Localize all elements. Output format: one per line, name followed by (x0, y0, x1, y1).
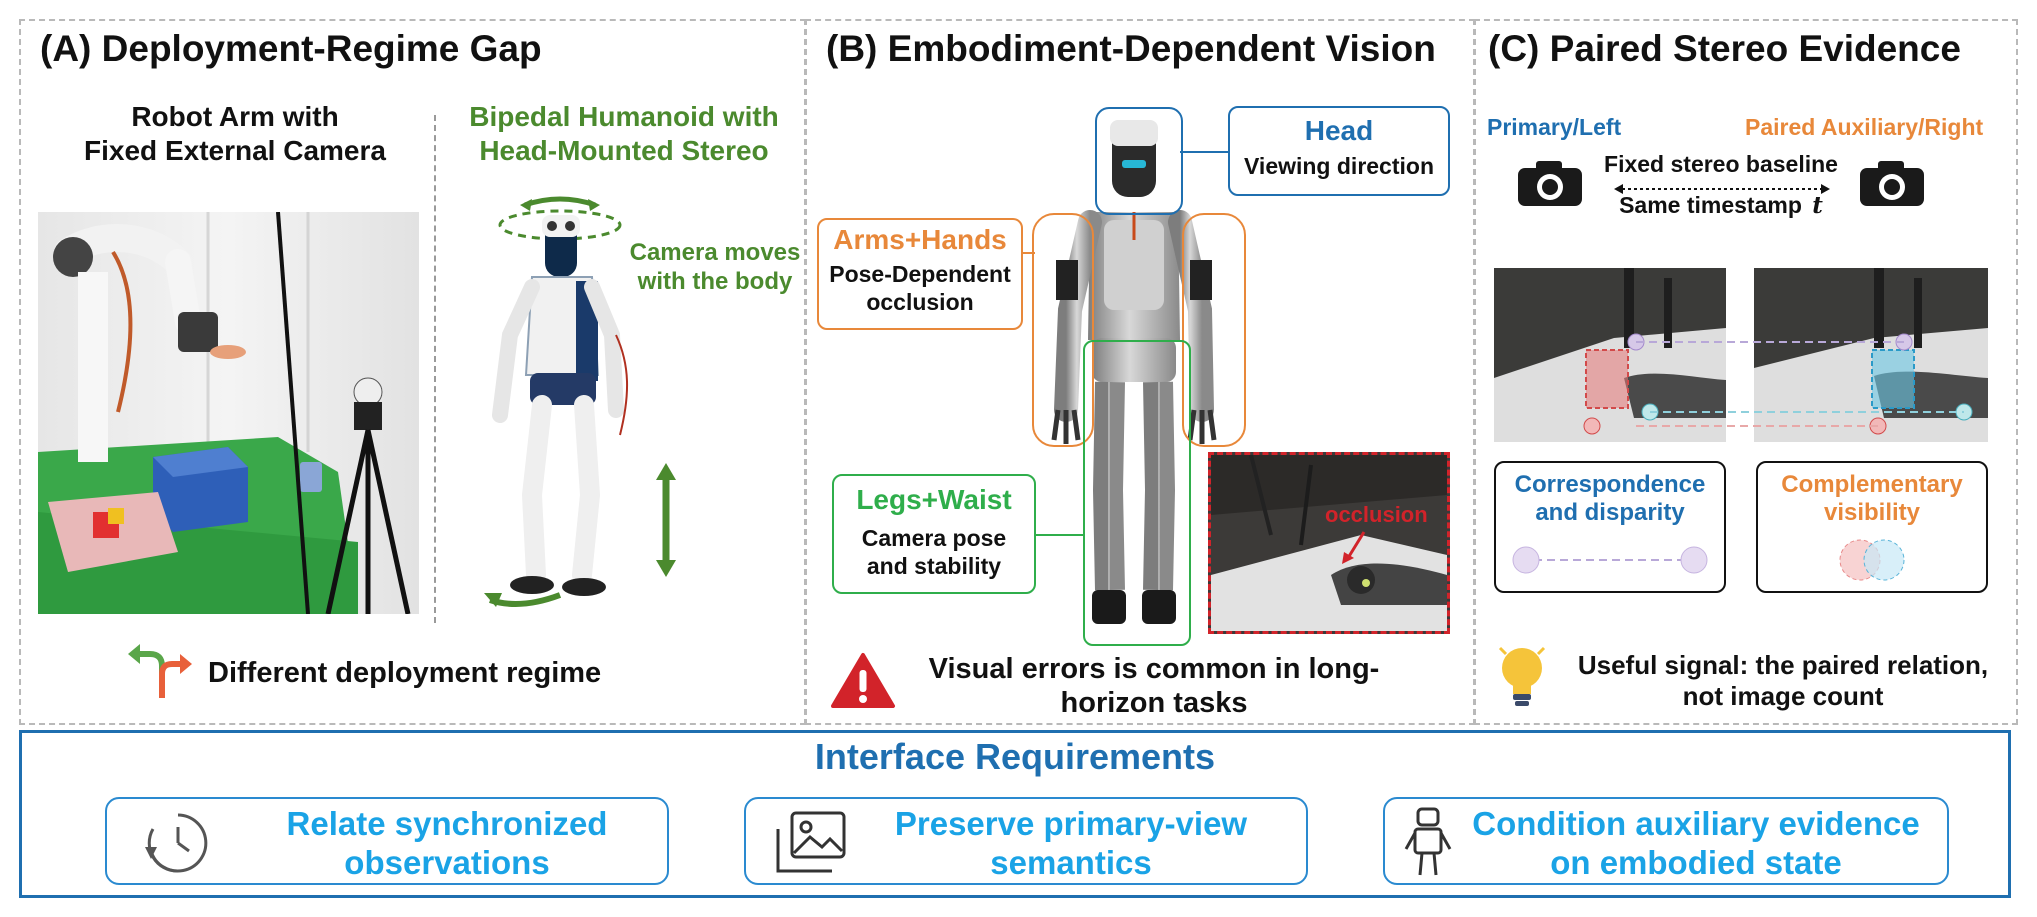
robot-arm-photo (38, 212, 419, 614)
image-stack-icon (770, 809, 850, 879)
primary-label: Primary/Left (1487, 114, 1622, 140)
panel-c (1474, 19, 2018, 725)
requirement-1-line2: observations (344, 844, 550, 881)
robot-arm-caption: Robot Arm with Fixed External Camera (40, 100, 430, 168)
head-label: Head (1304, 115, 1374, 146)
arms-highlight-left (1032, 213, 1094, 447)
complementary-box: Complementary visibility (1756, 461, 1988, 593)
warning-text-line1: Visual errors is common in long- (928, 653, 1380, 685)
panel-a-separator (434, 115, 436, 623)
arms-label: Arms+Hands (833, 224, 1007, 255)
requirement-1-line1: Relate synchronized (286, 805, 608, 842)
legs-desc-line1: Camera pose (861, 525, 1007, 551)
panel-a-footer: Different deployment regime (208, 657, 602, 689)
warning-text-line2: horizon tasks (1060, 687, 1248, 719)
camera-moves-note-line1: Camera moves (629, 239, 801, 266)
stereo-left-image (1494, 268, 1726, 442)
robot-icon (1403, 807, 1453, 879)
baseline-arrow (1614, 182, 1830, 194)
head-desc: Viewing direction (1244, 153, 1434, 179)
panel-b-title: (B) Embodiment-Dependent Vision (826, 28, 1436, 69)
complementary-line1: Complementary (1781, 471, 1963, 498)
useful-signal-text: Useful signal: the paired relation, not … (1548, 650, 2018, 712)
venn-glyph (1832, 537, 1912, 583)
requirement-2-text: Preserve primary-view semantics (856, 804, 1286, 882)
camera-moves-note-line2: with the body (637, 268, 793, 295)
warning-text: Visual errors is common in long- horizon… (904, 652, 1404, 720)
requirement-3-text: Condition auxiliary evidence on embodied… (1451, 804, 1941, 882)
arms-desc-line2: occlusion (866, 289, 974, 315)
requirements-band (19, 730, 2011, 898)
legs-desc-line2: and stability (866, 553, 1002, 579)
clock-sync-icon (141, 807, 215, 879)
lightbulb-icon (1496, 642, 1548, 712)
timestamp-var: t (1812, 192, 1823, 219)
panel-a-title: (A) Deployment-Regime Gap (40, 28, 542, 69)
legs-highlight (1083, 340, 1191, 646)
panel-c-title: (C) Paired Stereo Evidence (1488, 28, 1961, 69)
useful-signal-line1: Useful signal: the paired relation, (1577, 650, 1989, 680)
humanoid-caption: Bipedal Humanoid with Head-Mounted Stere… (440, 100, 808, 168)
requirement-3-line1: Condition auxiliary evidence (1472, 805, 1920, 842)
requirements-title: Interface Requirements (814, 736, 1216, 777)
camera-icon-right (1858, 158, 1926, 208)
legs-label-box: Legs+Waist Camera pose and stability (832, 474, 1036, 594)
correspondence-box: Correspondence and disparity (1494, 461, 1726, 593)
occlusion-arrow (1338, 530, 1368, 566)
camera-icon-left (1516, 158, 1584, 208)
arms-desc-line1: Pose-Dependent (829, 261, 1011, 287)
timestamp-text: Same timestamp (1619, 192, 1802, 218)
requirement-item-3: Condition auxiliary evidence on embodied… (1383, 797, 1949, 885)
arms-connector (1023, 252, 1035, 254)
baseline-label: Fixed stereo baseline (1604, 151, 1838, 177)
legs-connector (1036, 534, 1084, 536)
occlusion-inset (1208, 452, 1450, 634)
head-highlight (1095, 107, 1183, 215)
correspondence-line1: Correspondence (1514, 471, 1706, 498)
requirement-3-line2: on embodied state (1550, 844, 1842, 881)
humanoid-b-figure (1030, 110, 1240, 640)
timestamp-label: Same timestamp t (1596, 192, 1846, 219)
requirement-item-2: Preserve primary-view semantics (744, 797, 1308, 885)
robot-arm-caption-line2: Fixed External Camera (84, 135, 386, 166)
requirement-1-text: Relate synchronized observations (247, 804, 647, 882)
camera-moves-note: Camera moves with the body (620, 238, 810, 296)
humanoid-caption-line1: Bipedal Humanoid with (469, 101, 779, 132)
arms-highlight-right (1182, 213, 1246, 447)
legs-label: Legs+Waist (856, 484, 1012, 515)
requirement-2-line2: semantics (990, 844, 1152, 881)
requirement-item-1: Relate synchronized observations (105, 797, 669, 885)
humanoid-caption-line2: Head-Mounted Stereo (479, 135, 769, 166)
requirement-2-line1: Preserve primary-view (894, 805, 1248, 842)
humanoid-figure (480, 195, 720, 620)
robot-arm-caption-line1: Robot Arm with (131, 101, 339, 132)
occlusion-label: occlusion (1325, 502, 1428, 527)
arms-label-box: Arms+Hands Pose-Dependent occlusion (817, 218, 1023, 330)
auxiliary-label: Paired Auxiliary/Right (1745, 114, 1984, 140)
correspondence-line2: and disparity (1535, 499, 1685, 526)
head-label-box: Head Viewing direction (1228, 106, 1450, 196)
useful-signal-line2: not image count (1682, 681, 1884, 711)
complementary-line2: visibility (1823, 499, 1921, 526)
head-connector (1180, 151, 1228, 153)
correspondence-glyph (1510, 545, 1710, 575)
fork-arrows-icon (128, 636, 194, 700)
correspondence-lines (1636, 338, 1966, 430)
warning-triangle-icon (830, 652, 896, 710)
